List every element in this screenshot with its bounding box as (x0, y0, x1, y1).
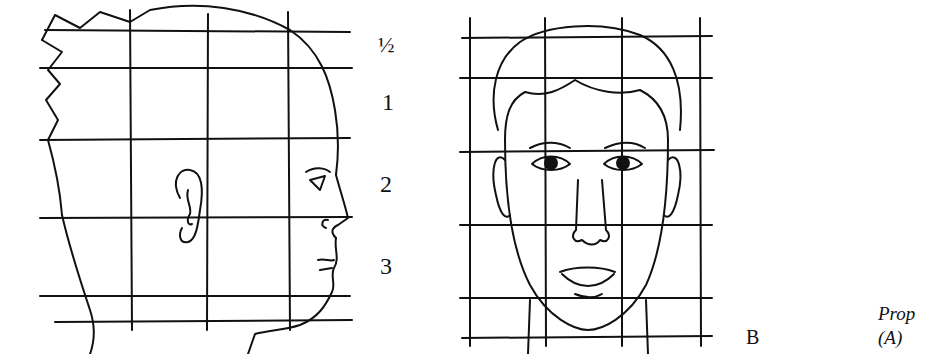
front-head (493, 26, 681, 354)
profile-head (42, 6, 348, 354)
caption-fragment: (A) (878, 328, 902, 347)
row-fraction-label: ½ (378, 34, 395, 56)
figure-letter: B (746, 327, 759, 347)
row-number-label: 1 (382, 90, 394, 114)
caption-fragment: Prop (878, 304, 915, 323)
front-grid (460, 18, 714, 346)
profile-grid (40, 10, 352, 330)
row-number-label: 2 (380, 172, 392, 196)
row-number-label: 3 (380, 254, 392, 278)
